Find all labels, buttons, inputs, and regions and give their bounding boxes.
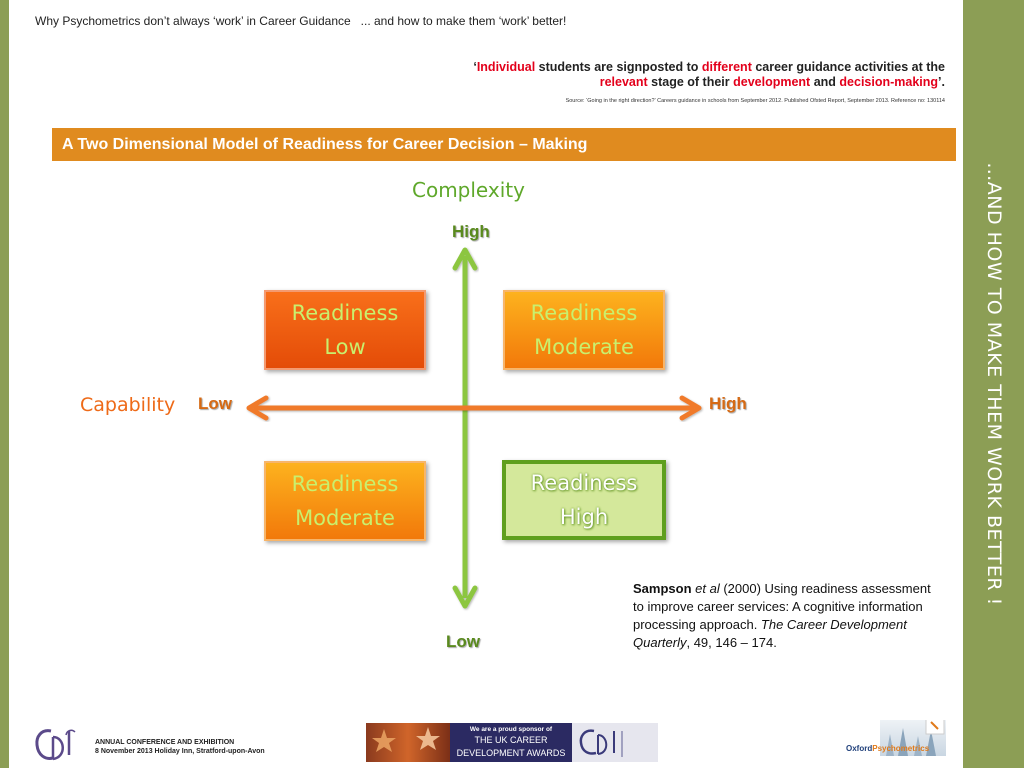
complexity-axis-label: Complexity [412, 178, 525, 202]
quadrant-label-line2: Moderate [534, 335, 634, 359]
citation-journal: The Career Development Quarterly [633, 617, 907, 650]
citation-text-2: , 49, 146 – 174. [686, 635, 777, 650]
cdi-award-logo-icon [579, 729, 623, 757]
oxford-name-2: Psychometrics [872, 744, 930, 753]
citation-text-1: (2000) Using readiness assessment to imp… [633, 581, 931, 632]
quote-text-2: career guidance activities at the [751, 60, 945, 74]
quadrant-label-line2: Low [324, 335, 366, 359]
capability-low-label: Low [198, 394, 232, 413]
citation-reference: Sampson et al (2000) Using readiness ass… [633, 580, 943, 652]
quote-text-3: stage of their [647, 75, 734, 89]
quadrant-label-line2: Moderate [295, 506, 395, 530]
conference-line-1: ANNUAL CONFERENCE AND EXHIBITION [95, 739, 235, 746]
vertical-axis-arrow [452, 247, 478, 609]
capability-axis-label: Capability [80, 394, 176, 416]
sponsor-line-3: DEVELOPMENT AWARDS [456, 748, 566, 758]
quote-text-4: and [810, 75, 840, 89]
quadrant-label-line2: High [559, 505, 609, 529]
quadrant-label-line1: Readiness [291, 472, 399, 496]
spires-icon [886, 717, 945, 756]
cdi-award-logo-panel [572, 723, 658, 762]
star-icon [372, 727, 440, 752]
quote-word-individual: Individual [476, 60, 536, 74]
left-accent-strip [0, 0, 9, 768]
quote-close: ’. [938, 75, 945, 89]
ofsted-quote: ‘Individual students are signposted to d… [425, 60, 945, 90]
quadrant-label-line1: Readiness [530, 301, 638, 325]
sponsor-text-panel: We are a proud sponsor of THE UK CAREER … [450, 723, 572, 762]
sponsor-banner: We are a proud sponsor of THE UK CAREER … [366, 723, 658, 762]
complexity-low-label: Low [446, 632, 480, 651]
citation-author: Sampson [633, 581, 692, 596]
cdi-logo-icon [35, 729, 76, 761]
quote-word-decision-making: decision-making [839, 75, 939, 89]
section-title: A Two Dimensional Model of Readiness for… [62, 136, 588, 153]
quote-word-development: development [733, 75, 811, 89]
quadrant-label-line1: Readiness [291, 301, 399, 325]
quote-open: ‘ [473, 60, 477, 74]
oxford-psychometrics-name: OxfordPsychometrics [846, 744, 929, 753]
oxford-name-1: Oxford [846, 744, 873, 753]
quote-word-different: different [701, 60, 752, 74]
capability-high-label: High [709, 394, 747, 413]
sponsor-line-2: THE UK CAREER [474, 735, 548, 745]
horizontal-axis-arrow [246, 395, 702, 421]
quadrant-label-line1: Readiness [530, 471, 638, 495]
oxford-psychometrics-logo-image [880, 717, 946, 756]
section-title-bar: A Two Dimensional Model of Readiness for… [52, 128, 956, 161]
right-side-band [963, 0, 1024, 768]
quote-word-relevant: relevant [599, 75, 648, 89]
citation-etal: et al [695, 581, 720, 596]
conference-line-2: 8 November 2013 Holiday Inn, Stratford-u… [95, 748, 265, 755]
complexity-high-label: High [452, 222, 490, 241]
award-trophy-image [366, 723, 450, 762]
slide-header-title: Why Psychometrics don’t always ‘work’ in… [35, 14, 567, 28]
conference-info: ANNUAL CONFERENCE AND EXHIBITION 8 Novem… [95, 738, 265, 756]
quote-text-1: students are signposted to [535, 60, 702, 74]
quote-source: Source: ‘Going in the right direction?’ … [565, 98, 945, 104]
sponsor-line-1: We are a proud sponsor of [469, 726, 553, 733]
